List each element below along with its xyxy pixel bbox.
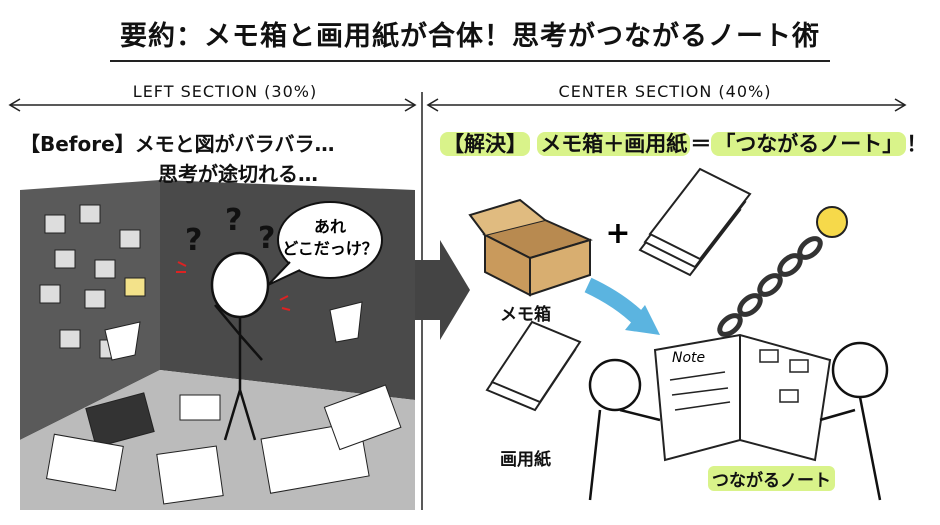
paper-stack-icon (485, 167, 752, 412)
before-heading: 【Before】メモと図がバラバラ… (20, 128, 335, 157)
solution-equals: ＝ (690, 132, 712, 156)
svg-text:?: ? (258, 221, 275, 256)
left-section-arrow (8, 98, 417, 112)
plus-sign: + (605, 216, 630, 251)
title-underline (110, 60, 830, 62)
solution-tag: 【解決】 (440, 132, 530, 156)
solution-exclamation: ！ (906, 132, 928, 156)
speech-line-2: どこだっけ？ (282, 239, 378, 258)
messy-room-scene: ??? (20, 180, 415, 510)
speech-bubble (277, 201, 383, 279)
solution-result: 「つながるノート」 (711, 132, 907, 156)
blue-arrow (584, 277, 646, 326)
memo-box-icon (468, 198, 593, 297)
svg-text:?: ? (185, 223, 202, 258)
memo-box-label: メモ箱 (500, 305, 551, 325)
before-line-1: メモと図がバラバラ… (134, 132, 335, 156)
before-line-2: 思考が途切れる… (158, 162, 318, 186)
note-title: Note (672, 350, 705, 366)
speech-line-1: あれ (314, 217, 346, 236)
solution-heading: 【解決】 メモ箱＋画用紙＝「つながるノート」！ (440, 128, 927, 158)
paper-label: 画用紙 (500, 450, 551, 470)
svg-text:?: ? (225, 203, 242, 238)
lightbulb-icon (816, 206, 848, 238)
confused-person (210, 251, 270, 441)
person-right (819, 341, 889, 501)
solution-formula: メモ箱＋画用紙 (537, 132, 691, 156)
person-left (588, 358, 661, 501)
notebook-label: つながるノート (708, 466, 835, 491)
transition-arrow (415, 240, 470, 340)
center-section-label: CENTER SECTION (40%) (558, 82, 772, 101)
connected-notebook (653, 333, 832, 462)
center-section-arrow (426, 98, 907, 112)
chain-icon (717, 236, 823, 337)
page-title: 要約：メモ箱と画用紙が合体！思考がつながるノート術 (120, 21, 820, 52)
left-section-label: LEFT SECTION (30%) (132, 82, 318, 101)
before-tag: 【Before】 (20, 132, 135, 156)
